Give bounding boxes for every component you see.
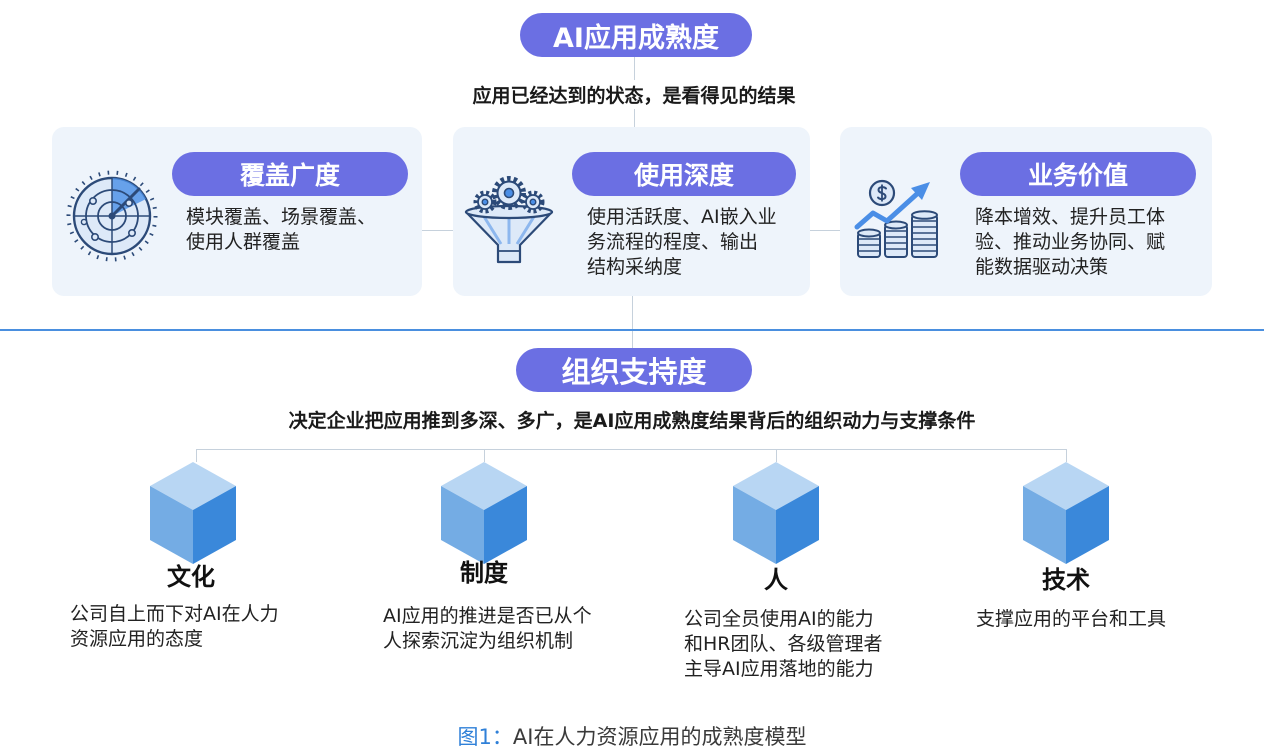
pillar-description: 公司全员使用AI的能力 和HR团队、各级管理者 主导AI应用落地的能力 (684, 607, 883, 682)
description-line: 人探索沉淀为组织机制 (383, 630, 574, 652)
connector-line (632, 296, 633, 348)
pillar-description: 支撑应用的平台和工具 (976, 607, 1166, 632)
section-divider (0, 329, 1264, 331)
org-support-subtitle: 决定企业把应用推到多深、多广，是AI应用成熟度结果背后的组织动力与支撑条件 (288, 410, 976, 432)
dimension-title-pill: 覆盖广度 (172, 152, 408, 196)
dimension-description: 模块覆盖、场景覆盖、 使用人群覆盖 (186, 205, 376, 255)
dimension-card-coverage: 覆盖广度 模块覆盖、场景覆盖、 使用人群覆盖 (52, 127, 422, 296)
pillar-description: AI应用的推进是否已从个 人探索沉淀为组织机制 (383, 604, 592, 654)
dimension-title-pill: 业务价值 (960, 152, 1196, 196)
connector-line (634, 57, 635, 80)
description-line: 能数据驱动决策 (975, 256, 1109, 278)
pillar-title: 文化 (167, 563, 215, 591)
pillar-title: 技术 (1042, 566, 1090, 594)
tree-connector (1066, 449, 1067, 462)
description-line: 使用活跃度、AI嵌入业 (587, 206, 777, 228)
description-line: AI应用的推进是否已从个 (383, 605, 592, 627)
description-line: 公司全员使用AI的能力 (684, 608, 874, 630)
cube-icon (149, 461, 237, 565)
connector-line (810, 230, 840, 231)
tree-connector (196, 449, 1067, 450)
cube-icon (440, 461, 528, 565)
pillar-title: 人 (764, 566, 788, 594)
figure-caption: 图1：AI在人力资源应用的成熟度模型 (0, 726, 1264, 748)
pillar-title: 制度 (460, 559, 508, 587)
description-line: 务流程的程度、输出 (587, 231, 759, 253)
description-line: 支撑应用的平台和工具 (976, 608, 1167, 630)
dimension-description: 使用活跃度、AI嵌入业 务流程的程度、输出 结构采纳度 (587, 205, 777, 280)
dimension-title: 业务价值 (1027, 161, 1128, 190)
description-line: 公司自上而下对AI在人力 (70, 603, 279, 625)
pillar-description: 公司自上而下对AI在人力 资源应用的态度 (70, 602, 279, 652)
tree-connector (776, 449, 777, 462)
dimension-title-pill: 使用深度 (572, 152, 796, 196)
description-line: 主导AI应用落地的能力 (684, 658, 874, 680)
dimension-card-value: 业务价值 降本增效、提升员工体 验、推动业务协同、赋 能数据驱动决策 (840, 127, 1212, 296)
description-line: 结构采纳度 (587, 256, 683, 278)
description-line: 和HR团队、各级管理者 (684, 633, 883, 655)
coins-growth-icon (854, 177, 942, 261)
dimension-card-depth: 使用深度 使用活跃度、AI嵌入业 务流程的程度、输出 结构采纳度 (453, 127, 810, 296)
description-line: 模块覆盖、场景覆盖、 (186, 206, 377, 228)
dimension-title: 使用深度 (633, 161, 734, 190)
description-line: 资源应用的态度 (70, 628, 204, 650)
tree-connector (196, 449, 197, 462)
radar-icon (66, 170, 158, 262)
description-line: 使用人群覆盖 (186, 231, 301, 253)
connector-line (634, 109, 635, 127)
tree-connector (484, 449, 485, 462)
cube-icon (1022, 461, 1110, 565)
cube-icon (732, 461, 820, 565)
dimension-description: 降本增效、提升员工体 验、推动业务协同、赋 能数据驱动决策 (975, 205, 1165, 280)
org-support-title-pill: 组织支持度 (516, 348, 752, 392)
dimension-title: 覆盖广度 (239, 161, 340, 190)
funnel-gears-icon (463, 170, 555, 266)
description-line: 降本增效、提升员工体 (975, 206, 1166, 228)
org-support-title: 组织支持度 (561, 355, 707, 389)
description-line: 验、推动业务协同、赋 (975, 231, 1166, 253)
maturity-subtitle: 应用已经达到的状态，是看得见的结果 (472, 85, 796, 107)
maturity-title-pill: AI应用成熟度 (520, 13, 752, 57)
connector-line (422, 230, 453, 231)
maturity-title: AI应用成熟度 (553, 22, 719, 54)
caption-text: AI在人力资源应用的成熟度模型 (512, 725, 807, 749)
caption-label: 图1： (457, 725, 513, 749)
